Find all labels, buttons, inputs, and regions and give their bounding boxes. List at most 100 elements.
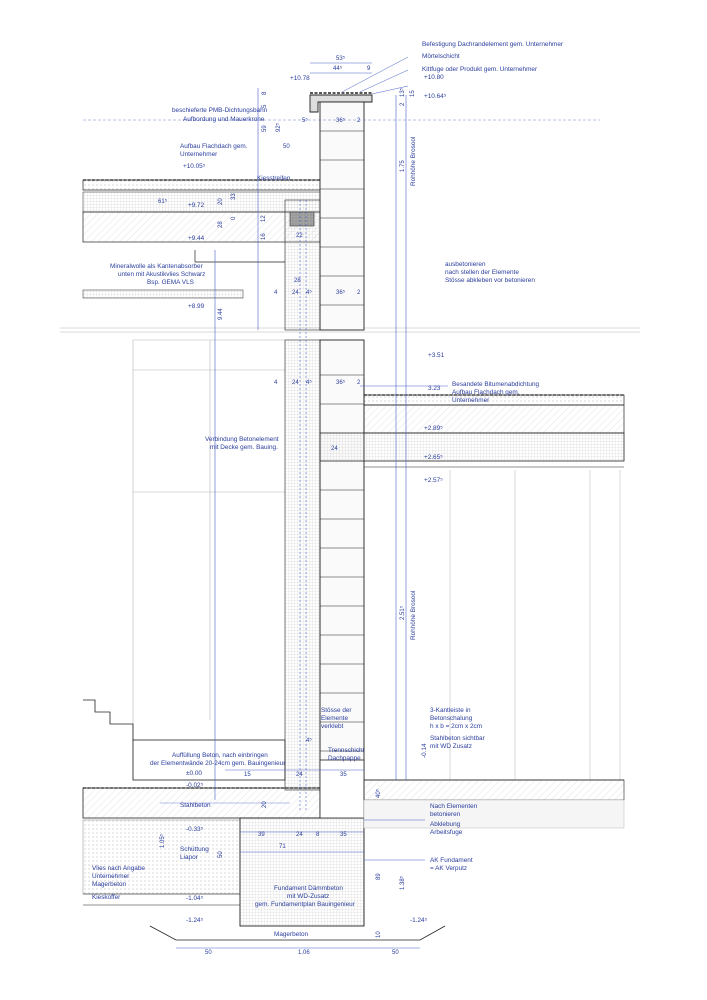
- note-auffuellung-1: Auffüllung Beton, nach einbringen: [172, 752, 268, 759]
- dim-33: 33: [231, 193, 237, 200]
- level-351: +3.51: [428, 352, 445, 359]
- note-rohbau-upper: Rohhöhe Brosool: [410, 137, 417, 186]
- note-verbindung-2: mit Decke gem. Bauing.: [210, 444, 278, 451]
- note-pmb-2: Aufbordung und Mauerkrone: [183, 116, 265, 123]
- note-moertel: Mörtelschicht: [422, 53, 460, 60]
- dim-5b: 5⁵: [302, 117, 308, 124]
- upper-roof-buildup: [82, 179, 321, 299]
- dim-8: 8: [262, 91, 268, 95]
- dim-59: 59: [262, 125, 268, 132]
- dim-24d: 24: [296, 772, 303, 778]
- note-stahlbeton: Stahlbeton: [180, 802, 211, 809]
- dim-5a: 5: [262, 104, 268, 108]
- dim-4c: 4: [274, 380, 278, 386]
- level-1005: +10.05⁵: [183, 163, 206, 170]
- dim-15b: 15: [244, 772, 251, 778]
- dim-8b: 8: [316, 832, 320, 838]
- dim-35b: 35: [340, 832, 347, 838]
- dim-4e: 4⁵: [306, 737, 312, 744]
- dim-40: 40⁵: [375, 788, 382, 798]
- dim-4b: 4⁵: [306, 289, 312, 296]
- dim-4a: 4: [274, 290, 278, 296]
- dim-22: 22: [296, 233, 303, 239]
- dim-44: 44⁵: [333, 65, 343, 72]
- dim-9: 9: [367, 66, 371, 72]
- dim-39: 39: [258, 832, 265, 838]
- level-m124-right: -1.24⁵: [410, 917, 428, 924]
- dimension-lines: [83, 56, 600, 949]
- dim-2c: 2: [357, 290, 361, 296]
- dim-28a: 28: [218, 221, 224, 228]
- foundation: [149, 759, 625, 941]
- note-verbindung-1: Verbindung Betonelement: [205, 436, 279, 443]
- note-schuettung-2: Liapor: [180, 854, 199, 861]
- note-flachdach-2: Unternehmer: [180, 151, 218, 158]
- middle-slab: [319, 378, 625, 468]
- level-899: +8.99: [188, 303, 205, 310]
- ground-left: [82, 699, 321, 906]
- note-trennschicht-2: Dachpappe: [328, 755, 361, 762]
- dim-35a: 35: [340, 772, 347, 778]
- note-ausbet-1: ausbetonieren: [445, 261, 486, 268]
- dim-175: 1.75: [400, 160, 406, 172]
- dim-12: 12: [261, 215, 267, 222]
- dim-36c: 36⁵: [336, 379, 346, 386]
- dim-89: 89: [376, 873, 382, 880]
- note-pmb-1: beschieferte PMB-Dichtungsbahn: [172, 107, 268, 114]
- dim-24b: 24: [292, 380, 299, 386]
- note-stoesse-1: Stösse der: [321, 707, 352, 714]
- dim-20b: 20: [262, 801, 268, 808]
- annotation-texts: Befestigung Dachrandelement gem. Unterne…: [92, 41, 564, 938]
- level-m033: -0.33⁵: [186, 826, 204, 833]
- note-vlies-2: Unternehmer: [92, 873, 130, 880]
- level-m104: -1.04⁵: [186, 895, 204, 902]
- note-mineral-2: unten mit Akustikvlies Schwarz: [118, 271, 205, 278]
- dim-24c: 24: [331, 446, 338, 452]
- dim-50a: 50: [283, 144, 290, 150]
- note-fundament-3: gem. Fundamentplan Bauingenieur: [255, 901, 356, 908]
- note-abklebung-1: Abklebung: [430, 821, 461, 828]
- dim-15: 15: [410, 90, 416, 97]
- dim-13: 13⁵: [399, 87, 406, 97]
- note-stoesse-2: Elemente: [321, 715, 348, 722]
- note-kantleiste-2: Betonschalung: [430, 715, 473, 722]
- dim-53: 53⁵: [336, 55, 346, 62]
- dim-50d: 50: [392, 950, 399, 956]
- note-ausbet-3: Stösse abkleben vor betonieren: [445, 277, 535, 284]
- dim-61: 61⁵: [158, 198, 168, 205]
- note-stoesse-3: verklebt: [321, 723, 344, 730]
- level-972: +9.72: [188, 202, 205, 209]
- level-1064: +10.64⁵: [424, 93, 447, 100]
- note-trennschicht-1: Trennschicht: [328, 747, 365, 754]
- level-1080: +10.80: [424, 74, 444, 81]
- dim-105: 1.05⁵: [159, 833, 166, 848]
- level-323: 3.23: [428, 385, 441, 392]
- note-mineral-1: Mineralwolle als Kantenabsorber: [110, 263, 204, 270]
- dimension-numbers: 53⁵ 44⁵ 9 8 5 59 92⁵ 50 36⁵ 2 5⁵ 13⁵ 15 …: [158, 55, 416, 956]
- note-rohbau-lower: Rohhöhe Brosool: [410, 591, 417, 640]
- level-014: -0.14: [421, 743, 428, 758]
- dim-2b: 2: [400, 102, 406, 106]
- level-m124-left: -1.24⁵: [186, 917, 204, 924]
- dim-2d: 2: [357, 380, 361, 386]
- note-stahl-2: mit WD Zusatz: [430, 743, 472, 750]
- dim-0: 0: [231, 216, 237, 220]
- note-flachdach-1: Aufbau Flachdach gem.: [180, 143, 248, 150]
- parapet-cap: [309, 92, 373, 113]
- note-fundament-1: Fundament Dämmbeton: [274, 885, 343, 892]
- dim-16: 16: [261, 233, 267, 240]
- level-265: +2.65⁵: [424, 454, 443, 461]
- note-besandet-1: Besandete Bitumenabdichtung: [452, 381, 539, 388]
- dim-251: 2.51⁵: [399, 605, 406, 620]
- note-auffuellung-2: der Elementwände 20-24cm gem. Bauingenie…: [150, 760, 286, 767]
- level-m002: -0.02⁵: [186, 782, 204, 789]
- level-markers: +10.78 +10.80 +10.64⁵ +10.05⁵ +9.72 +9.4…: [183, 74, 447, 924]
- level-289: +2.89⁵: [424, 425, 443, 432]
- note-kittfuge: Kittfuge oder Produkt gem. Unternehmer: [422, 66, 538, 73]
- note-kantleiste-3: h x b = 2cm x 2cm: [430, 723, 482, 730]
- note-fundament-2: mit WD-Zusatz: [287, 893, 329, 900]
- note-nachelementen-2: betonieren: [430, 811, 461, 818]
- dim-106: 1.06: [298, 950, 310, 956]
- dim-2a: 2: [357, 118, 361, 124]
